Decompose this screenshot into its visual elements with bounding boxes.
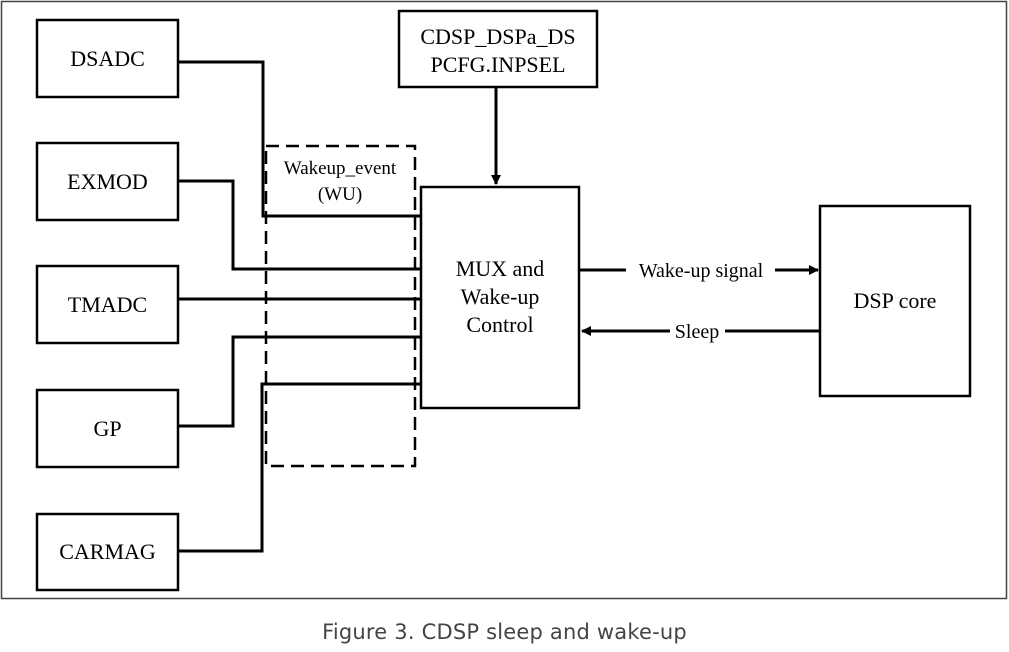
mux-label-line3: Control xyxy=(466,312,533,337)
exmod-block: EXMOD xyxy=(35,141,180,222)
wakeup-event-label: Wakeup_event xyxy=(284,158,397,179)
carmag-connection xyxy=(178,382,421,553)
figure-frame xyxy=(0,0,1008,600)
wake-up-signal-label: Wake-up signal xyxy=(639,260,764,282)
wakeup-event-abbrev: (WU) xyxy=(318,184,362,205)
inpsel-config-line1: CDSP_DSPa_DS xyxy=(420,24,575,49)
exmod-connection xyxy=(178,179,421,271)
tmadc-label: TMADC xyxy=(68,292,147,317)
sleep-signal: Sleep xyxy=(581,321,820,343)
dsadc-block: DSADC xyxy=(35,18,180,99)
tmadc-block: TMADC xyxy=(35,264,180,345)
figure-caption: Figure 3. CDSP sleep and wake-up xyxy=(322,620,687,644)
source-connections xyxy=(178,60,421,553)
mux-wakeup-control-block: MUX and Wake-up Control xyxy=(419,185,581,410)
exmod-label: EXMOD xyxy=(67,169,148,194)
carmag-block: CARMAG xyxy=(35,512,180,592)
mux-label-line1: MUX and xyxy=(456,256,545,281)
carmag-label: CARMAG xyxy=(59,539,156,564)
mux-label-line2: Wake-up xyxy=(461,284,540,309)
dsp-core-label: DSP core xyxy=(854,288,937,313)
dsp-core-block: DSP core xyxy=(818,204,972,398)
gp-connection xyxy=(178,335,421,428)
inpsel-config-line2: PCFG.INPSEL xyxy=(430,52,565,77)
wakeup-event-group: Wakeup_event (WU) xyxy=(264,144,417,468)
sleep-signal-label: Sleep xyxy=(675,321,719,343)
gp-label: GP xyxy=(93,416,121,441)
wake-up-signal: Wake-up signal xyxy=(579,260,819,282)
gp-block: GP xyxy=(35,388,180,469)
dsadc-label: DSADC xyxy=(70,46,145,71)
wakeup-event-dashed-box xyxy=(264,144,417,468)
inpsel-config-block: CDSP_DSPa_DS PCFG.INPSEL xyxy=(397,9,599,89)
dsadc-connection xyxy=(178,60,421,218)
